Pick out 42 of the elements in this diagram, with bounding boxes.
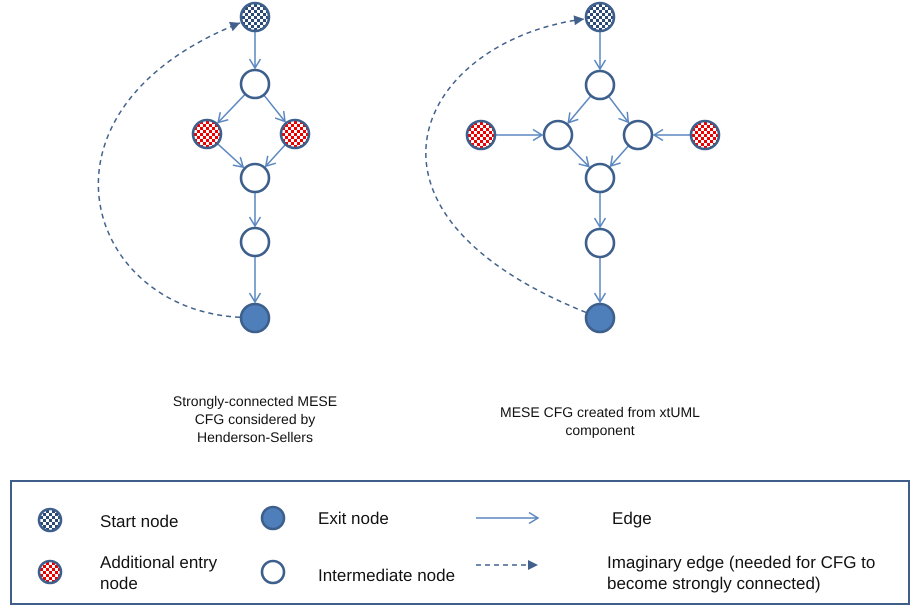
arrow — [653, 128, 690, 142]
intermediate-node-circle — [239, 68, 271, 100]
start-node-circle — [239, 1, 271, 33]
arrow — [217, 94, 246, 124]
start-node-circle — [584, 1, 616, 33]
arrow — [248, 32, 262, 69]
dashed-arrow — [426, 16, 586, 314]
legend-label: Imaginary edge (needed for CFG to become strongly connected) — [607, 552, 876, 594]
caption: Strongly-connected MESE CFG considered by Henderson-Sellers — [172, 392, 338, 446]
legend-label: Exit node — [318, 508, 390, 529]
arrow — [594, 32, 606, 70]
arrow — [594, 258, 606, 303]
intermediate-node-circle — [584, 227, 616, 259]
legend-label: Additional entry node — [100, 552, 218, 594]
arrow — [248, 193, 262, 227]
arrow — [608, 96, 630, 123]
intermediate-node-circle — [622, 119, 654, 151]
arrow — [594, 193, 606, 228]
entry-node-circle — [465, 119, 497, 151]
intermediate-node-circle — [239, 162, 271, 194]
entry-node-circle — [689, 119, 721, 151]
intermediate-node-circle — [239, 226, 271, 258]
entry-node-circle — [191, 118, 223, 150]
arrow — [265, 144, 286, 167]
arrow — [568, 96, 591, 124]
entry-node-circle — [279, 118, 311, 150]
arrow — [568, 145, 590, 168]
caption: MESE CFG created from xtUML component — [500, 403, 700, 439]
arrow — [218, 144, 244, 168]
exit-node-circle — [584, 302, 616, 334]
intermediate-node-circle — [584, 162, 616, 194]
intermediate-node-circle — [542, 119, 574, 151]
arrow — [264, 95, 286, 122]
legend-label: Start node — [100, 511, 180, 532]
legend-label: Edge — [612, 508, 653, 529]
arrow — [496, 128, 543, 142]
intermediate-node-circle — [584, 69, 616, 101]
exit-node-circle — [239, 302, 271, 334]
arrow — [248, 257, 262, 303]
legend-label: Intermediate node — [318, 565, 456, 586]
dashed-arrow — [98, 22, 240, 318]
arrow — [610, 146, 629, 167]
